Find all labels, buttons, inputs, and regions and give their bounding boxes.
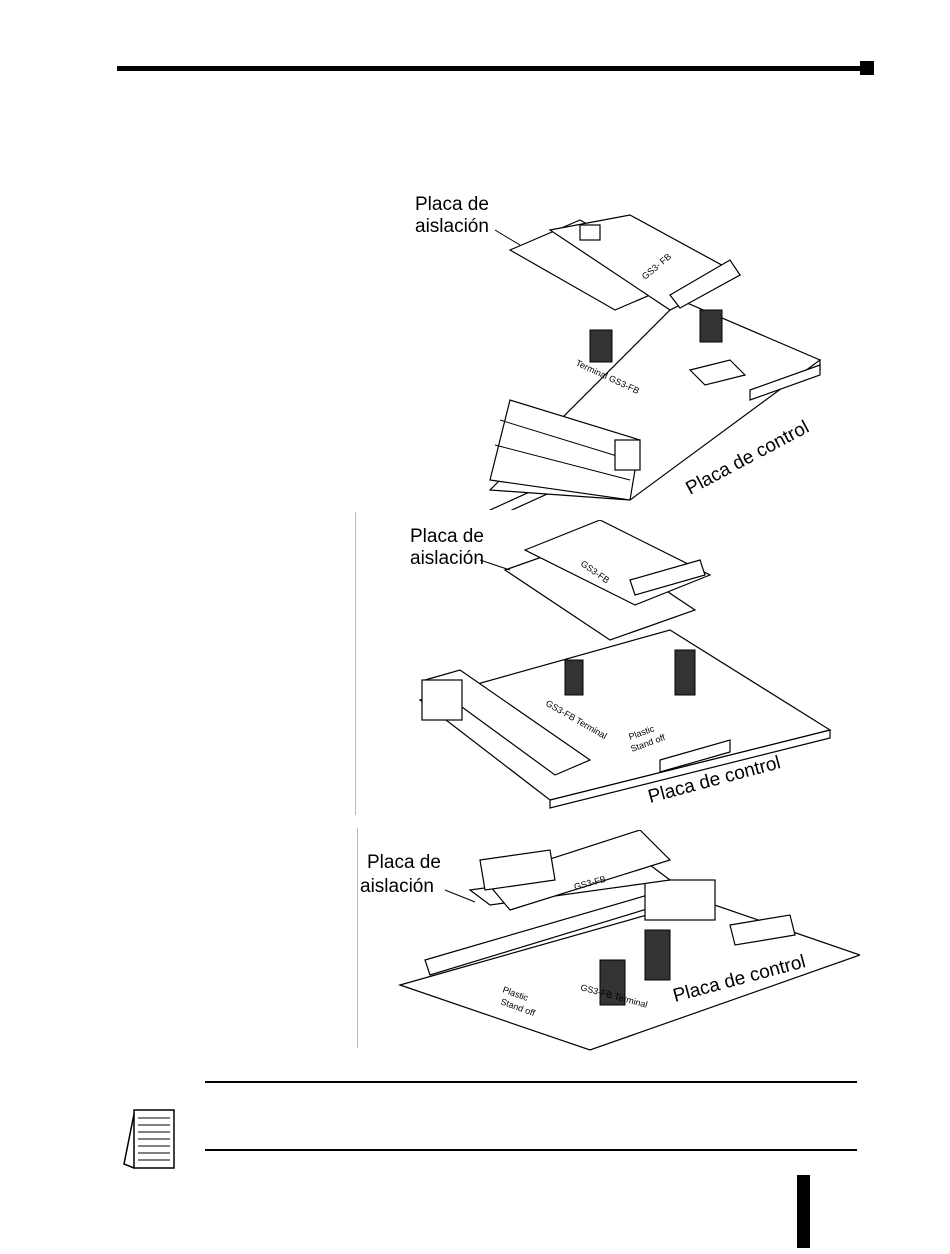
terminal-block <box>423 669 592 776</box>
isolation-label: Placa de <box>410 526 484 547</box>
pin-header <box>674 649 696 696</box>
pin-header <box>644 929 671 981</box>
pin-header <box>599 959 626 1006</box>
header-connector <box>659 739 731 773</box>
header-connector <box>749 364 821 401</box>
connector-housing <box>421 679 463 721</box>
isolation-label: Placa de <box>367 852 441 873</box>
pin-header <box>589 329 613 363</box>
note-top-rule <box>205 1081 857 1083</box>
figure-2-margin-line <box>355 512 356 815</box>
pin-header <box>564 659 584 696</box>
leader-arrow <box>479 559 511 571</box>
figure-3-margin-line <box>357 828 358 1048</box>
connector <box>579 224 601 241</box>
option-terminal <box>479 849 556 891</box>
isolation-label: Placa de <box>415 194 489 215</box>
header-rule-marker <box>860 61 874 75</box>
note-bottom-rule <box>205 1149 857 1151</box>
control-board <box>418 629 832 801</box>
leader-arrow <box>444 889 476 903</box>
figure-1-illustration: Placa de aislación GS3- FB Terminal GS3-… <box>415 194 822 510</box>
isolation-label: aislación <box>410 548 484 569</box>
option-terminal <box>669 259 741 309</box>
figure-2-illustration: Placa de aislación GS3-FB GS3-FB Termina… <box>410 520 832 809</box>
figure-3-illustration: Placa de aislación GS3-FB GS3-FB Termina… <box>360 830 860 1051</box>
option-board <box>483 830 672 911</box>
isolation-label: aislación <box>360 876 434 897</box>
header-connector <box>729 914 796 946</box>
dc-connector <box>614 439 641 471</box>
leader-arrow <box>494 229 521 246</box>
page-tab-marker <box>797 1175 810 1248</box>
isolation-label: aislación <box>415 216 489 237</box>
header-rule <box>117 66 862 71</box>
relay <box>644 879 716 921</box>
pin-header <box>699 309 723 343</box>
option-terminal <box>629 559 706 596</box>
note-icon <box>123 1109 175 1169</box>
chip <box>688 359 747 386</box>
